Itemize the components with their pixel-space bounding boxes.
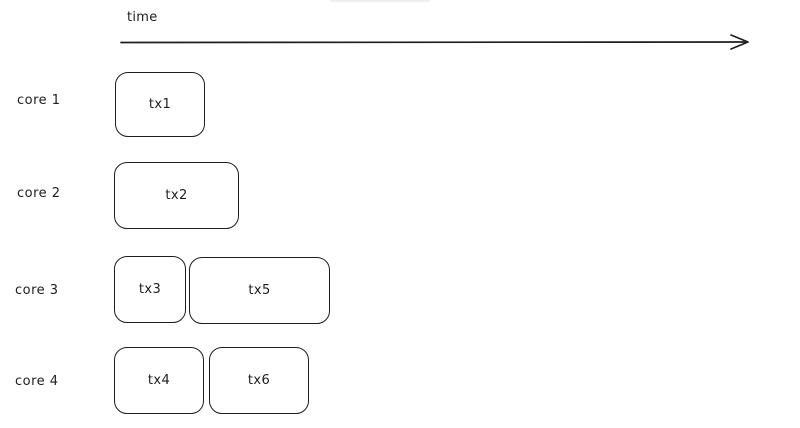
lane-label-core-2: core 2 xyxy=(17,186,61,201)
tx-box-tx4: tx4 xyxy=(114,347,204,414)
lane-label-core-4: core 4 xyxy=(15,374,59,389)
tx-box-tx3: tx3 xyxy=(114,256,186,323)
top-edge-shade xyxy=(330,0,430,3)
tx-label: tx4 xyxy=(147,373,171,388)
tx-box-tx6: tx6 xyxy=(209,347,309,414)
time-axis-label: time xyxy=(127,10,158,25)
tx-label: tx1 xyxy=(148,97,172,112)
tx-box-tx1: tx1 xyxy=(115,72,205,137)
tx-label: tx2 xyxy=(165,188,188,203)
time-axis-arrowhead xyxy=(730,34,749,50)
lane-label-core-1: core 1 xyxy=(17,93,61,108)
tx-label: tx3 xyxy=(138,282,162,297)
time-axis-line xyxy=(120,41,748,44)
lane-label-core-3: core 3 xyxy=(15,283,59,298)
tx-box-tx5: tx5 xyxy=(189,257,330,324)
time-axis-arrow xyxy=(120,34,749,50)
tx-label: tx6 xyxy=(247,373,271,388)
tx-label: tx5 xyxy=(248,283,271,298)
tx-box-tx2: tx2 xyxy=(114,162,239,229)
